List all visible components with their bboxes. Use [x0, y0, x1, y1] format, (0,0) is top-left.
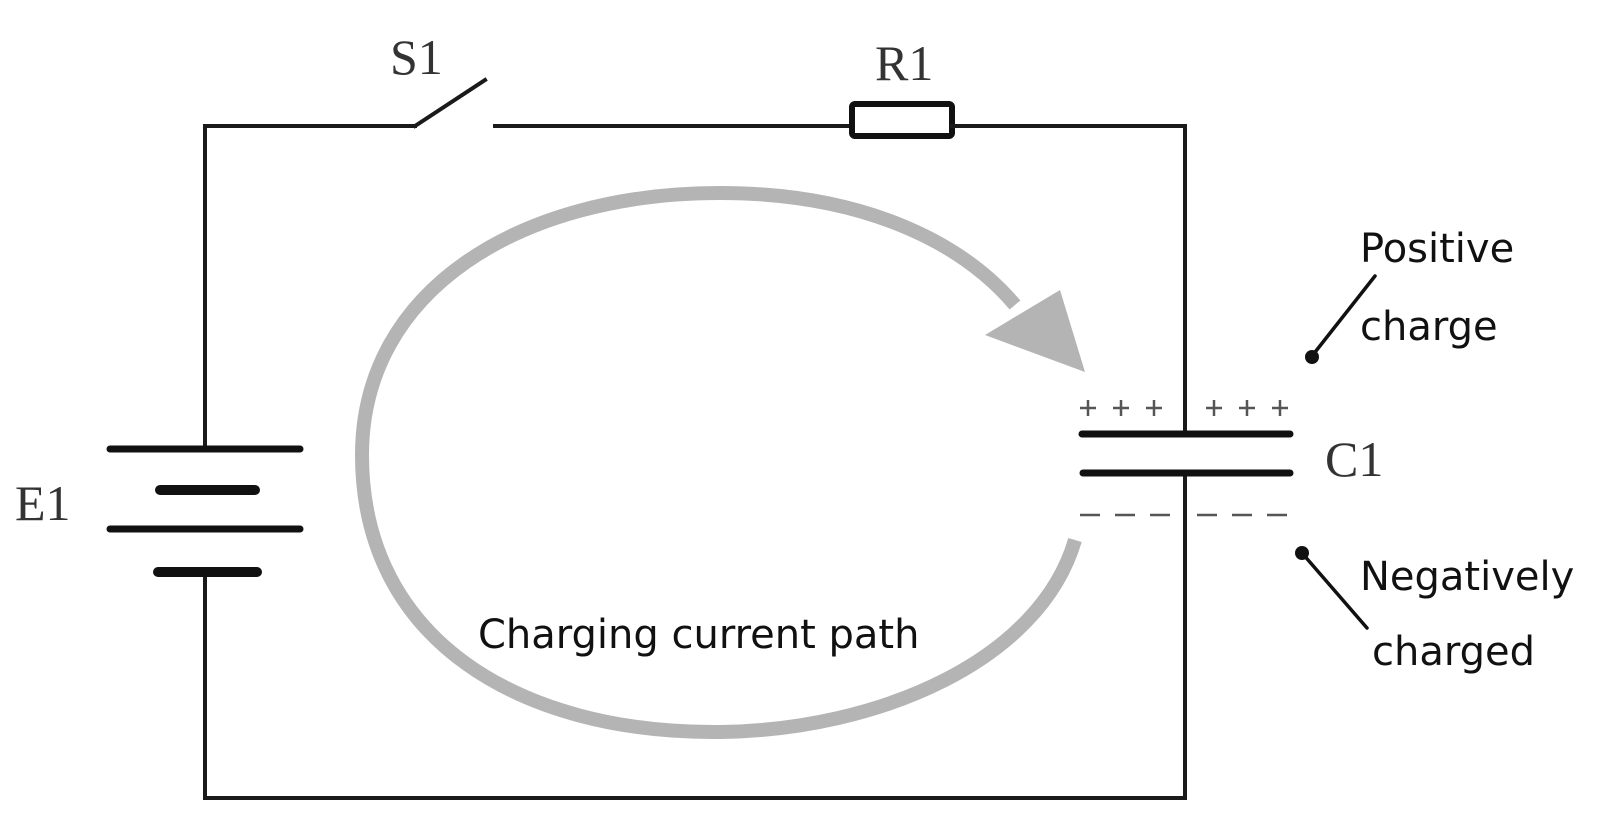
negative-label-line1: Negatively	[1360, 554, 1574, 600]
positive-label-line2: charge	[1360, 304, 1498, 350]
current-path-label: Charging current path	[478, 612, 919, 658]
positive-charge-symbols	[1080, 400, 1288, 416]
current-path-arc	[354, 185, 1082, 740]
circuit-wires	[203, 77, 1187, 800]
label-e1: E1	[15, 475, 71, 531]
label-r1: R1	[875, 35, 933, 91]
battery-e1	[106, 445, 304, 577]
charging-current-arrow	[354, 185, 1085, 740]
capacitor-c1	[1078, 430, 1294, 477]
negative-leader-line	[1300, 551, 1369, 630]
positive-charge-annotation: Positive charge	[1305, 226, 1514, 364]
negative-label-line2: charged	[1372, 629, 1535, 675]
positive-leader-line	[1310, 274, 1377, 358]
current-arrowhead	[985, 290, 1085, 372]
label-c1: C1	[1325, 431, 1383, 487]
positive-label-line1: Positive	[1360, 226, 1514, 272]
switch-s1-blade	[412, 77, 488, 129]
label-s1: S1	[390, 29, 443, 85]
resistor-r1	[849, 101, 955, 139]
positive-leader-dot	[1305, 350, 1319, 364]
negative-leader-dot	[1295, 546, 1309, 560]
negative-charge-annotation: Negatively charged	[1295, 546, 1574, 675]
